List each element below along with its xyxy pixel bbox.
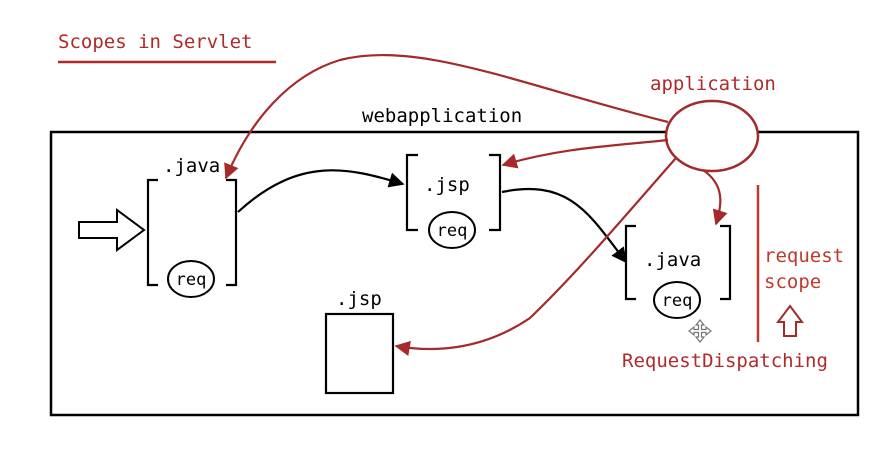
servlet-1-box [146, 178, 238, 287]
flow-arrow-jsp1-to-servlet2 [501, 187, 627, 264]
webapplication-label: webapplication [362, 105, 522, 127]
servlet-1-req-node [167, 260, 215, 298]
jsp-2-label: .jsp [336, 288, 382, 310]
request-dispatching-label: RequestDispatching [622, 350, 828, 372]
move-cursor-icon [688, 319, 712, 343]
servlet-2-label: .java [644, 249, 701, 271]
jsp-1-box [405, 153, 502, 232]
servlet-1-label: .java [163, 155, 220, 177]
diagram-title: Scopes in Servlet [58, 31, 252, 53]
jsp-1-req-label: req [437, 221, 468, 241]
scope-arrow-app-to-jsp2 [394, 157, 677, 356]
scope-arrow-app-to-servlet2 [702, 169, 728, 226]
flow-arrow-servlet1-to-jsp1 [237, 169, 405, 213]
request-scope-label-line2: scope [764, 271, 821, 293]
webapplication-container [49, 130, 860, 417]
application-label: application [650, 73, 776, 95]
jsp-1-req-node [428, 211, 476, 249]
servlet-1-req-label: req [176, 270, 207, 290]
servlet-2-req-label: req [662, 291, 693, 311]
scope-arrow-app-to-servlet1 [224, 54, 669, 180]
request-entry-arrow [78, 208, 146, 252]
application-node [664, 99, 760, 173]
servlet-2-req-node [653, 281, 701, 319]
request-scope-up-arrow-icon [776, 304, 804, 337]
scope-arrow-app-to-jsp1 [501, 138, 669, 169]
request-scope-label-line1: request [764, 245, 844, 267]
jsp-2-box [324, 312, 395, 395]
jsp-1-label: .jsp [424, 174, 470, 196]
